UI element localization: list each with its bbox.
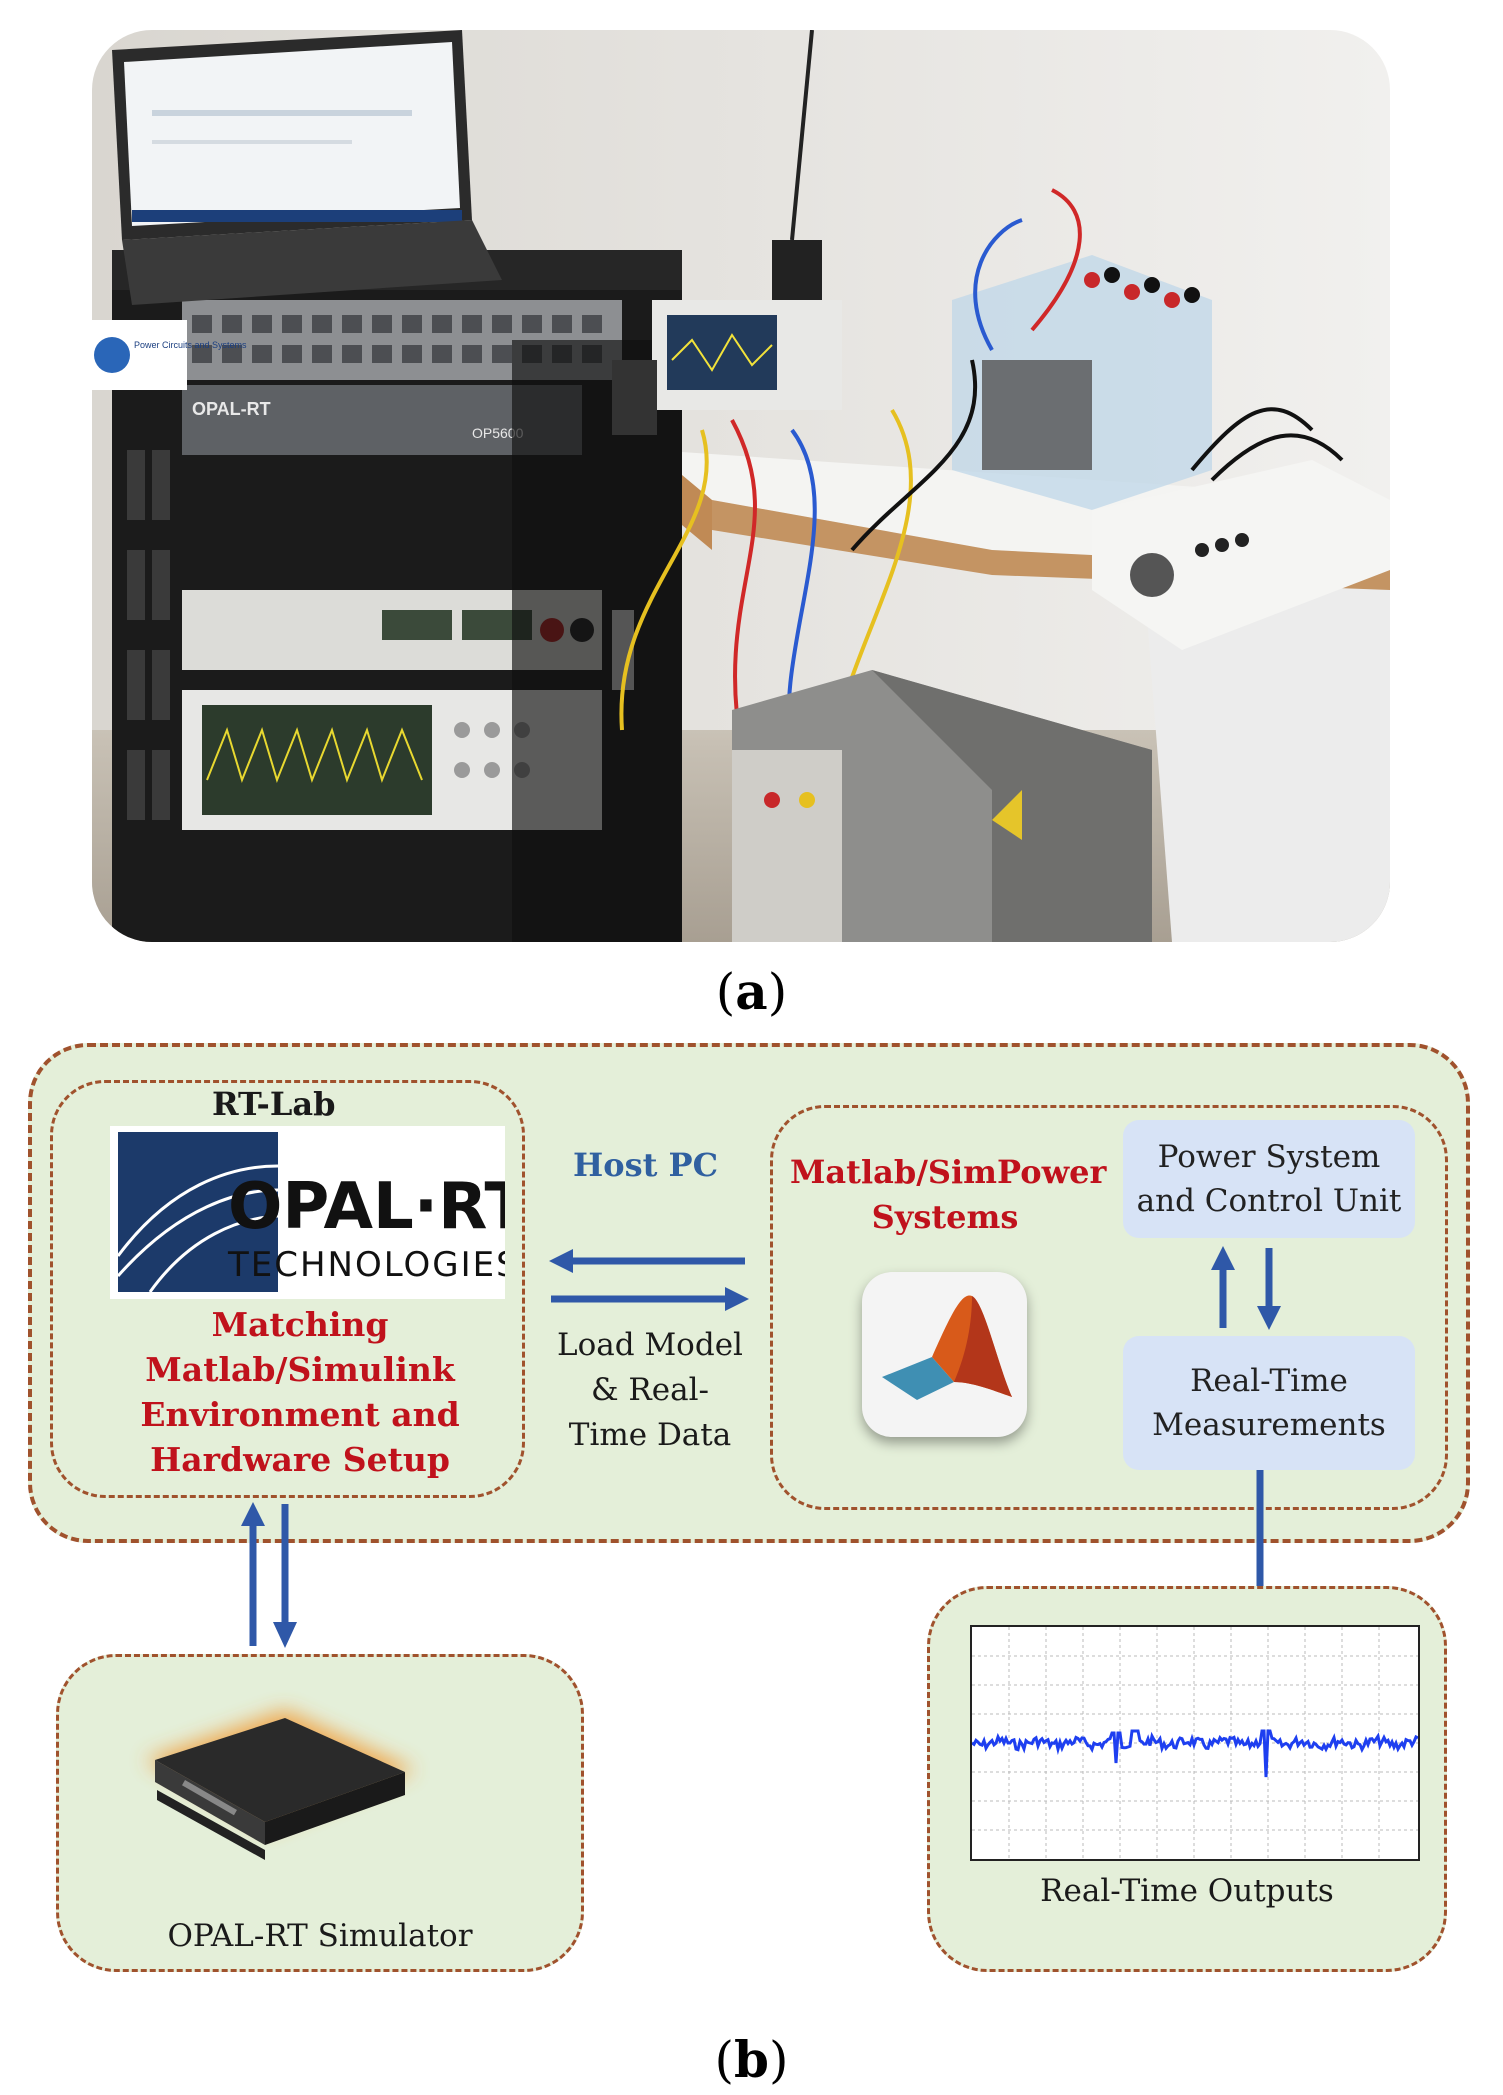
caption-a-letter: a bbox=[735, 962, 768, 1021]
caption-a-close: ) bbox=[767, 963, 788, 1021]
lab-logo-sticker: Power Circuits and Systems bbox=[92, 320, 247, 390]
lab-setup-photo: OPAL-RT OP5600 Power Circuits and System… bbox=[92, 30, 1390, 942]
power-system-line: and Control Unit bbox=[1136, 1183, 1402, 1219]
power-system-box: Power System and Control Unit bbox=[1123, 1120, 1415, 1238]
matlab-title: Matlab/SimPower Systems bbox=[790, 1150, 1107, 1240]
link-line: Load Model bbox=[557, 1327, 743, 1363]
white-instrument bbox=[1092, 460, 1390, 650]
link-line: & Real- bbox=[590, 1372, 709, 1408]
caption-a: (a) bbox=[0, 962, 1503, 1021]
rt-lab-box bbox=[50, 1080, 525, 1498]
matlab-title-line: Systems bbox=[871, 1198, 1019, 1236]
power-measure-arrows bbox=[1211, 1246, 1281, 1330]
output-waveform bbox=[971, 1729, 1419, 1778]
right-arrow-head bbox=[725, 1287, 749, 1311]
link-line: Time Data bbox=[568, 1417, 732, 1453]
simulator-image bbox=[115, 1690, 430, 1860]
rack-model-label: OP5600 bbox=[472, 425, 524, 441]
load-model-arrows bbox=[549, 1249, 749, 1311]
opal-rt-logo: OPAL·RT TECHNOLOGIES bbox=[110, 1126, 528, 1299]
rt-lab-desc-line: Matching bbox=[211, 1305, 389, 1344]
caption-b-open: ( bbox=[714, 2031, 735, 2089]
down-arrow-head bbox=[273, 1622, 297, 1648]
left-arrow-head bbox=[549, 1249, 573, 1273]
rt-lab-desc-line: Environment and bbox=[140, 1395, 460, 1434]
caption-b-letter: b bbox=[734, 2030, 769, 2089]
rt-lab-title: RT-Lab bbox=[212, 1085, 336, 1123]
up-arrow-head bbox=[1211, 1246, 1235, 1270]
rtlab-simulator-arrows bbox=[241, 1502, 297, 1648]
matlab-icon bbox=[862, 1272, 1027, 1437]
converter-acrylic-box bbox=[952, 255, 1212, 510]
logo-sub-text: TECHNOLOGIES bbox=[227, 1245, 505, 1285]
load-model-label: Load Model & Real- Time Data bbox=[545, 1323, 755, 1458]
host-pc-label: Host PC bbox=[573, 1146, 719, 1184]
matlab-title-line: Matlab/SimPower bbox=[790, 1153, 1107, 1191]
sticker-text: Power Circuits and Systems bbox=[134, 340, 247, 350]
caption-b-close: ) bbox=[768, 2031, 789, 2089]
power-system-line: Power System bbox=[1157, 1139, 1381, 1175]
caption-a-open: ( bbox=[715, 963, 736, 1021]
measurements-line: Measurements bbox=[1152, 1407, 1386, 1443]
up-arrow-head bbox=[241, 1502, 265, 1526]
rack-brand-label: OPAL-RT bbox=[192, 399, 271, 419]
resistive-load-box bbox=[732, 670, 1152, 942]
measurements-line: Real-Time bbox=[1190, 1363, 1348, 1399]
outputs-plot bbox=[970, 1625, 1420, 1861]
measurements-box: Real-Time Measurements bbox=[1123, 1336, 1415, 1470]
matlab-box bbox=[770, 1105, 1448, 1510]
rack-cabinet: OPAL-RT OP5600 bbox=[112, 250, 682, 942]
outputs-label: Real-Time Outputs bbox=[1040, 1873, 1334, 1909]
caption-b: (b) bbox=[0, 2030, 1503, 2089]
rt-lab-desc-line: Hardware Setup bbox=[150, 1440, 450, 1479]
laptop bbox=[112, 30, 502, 305]
rt-lab-description: Matching Matlab/Simulink Environment and… bbox=[80, 1302, 520, 1482]
logo-main-text: OPAL·RT bbox=[228, 1170, 505, 1244]
simulator-label: OPAL-RT Simulator bbox=[167, 1918, 473, 1954]
desk-oscilloscope bbox=[612, 300, 842, 435]
down-arrow-head bbox=[1257, 1306, 1281, 1330]
rt-lab-desc-line: Matlab/Simulink bbox=[145, 1350, 455, 1389]
